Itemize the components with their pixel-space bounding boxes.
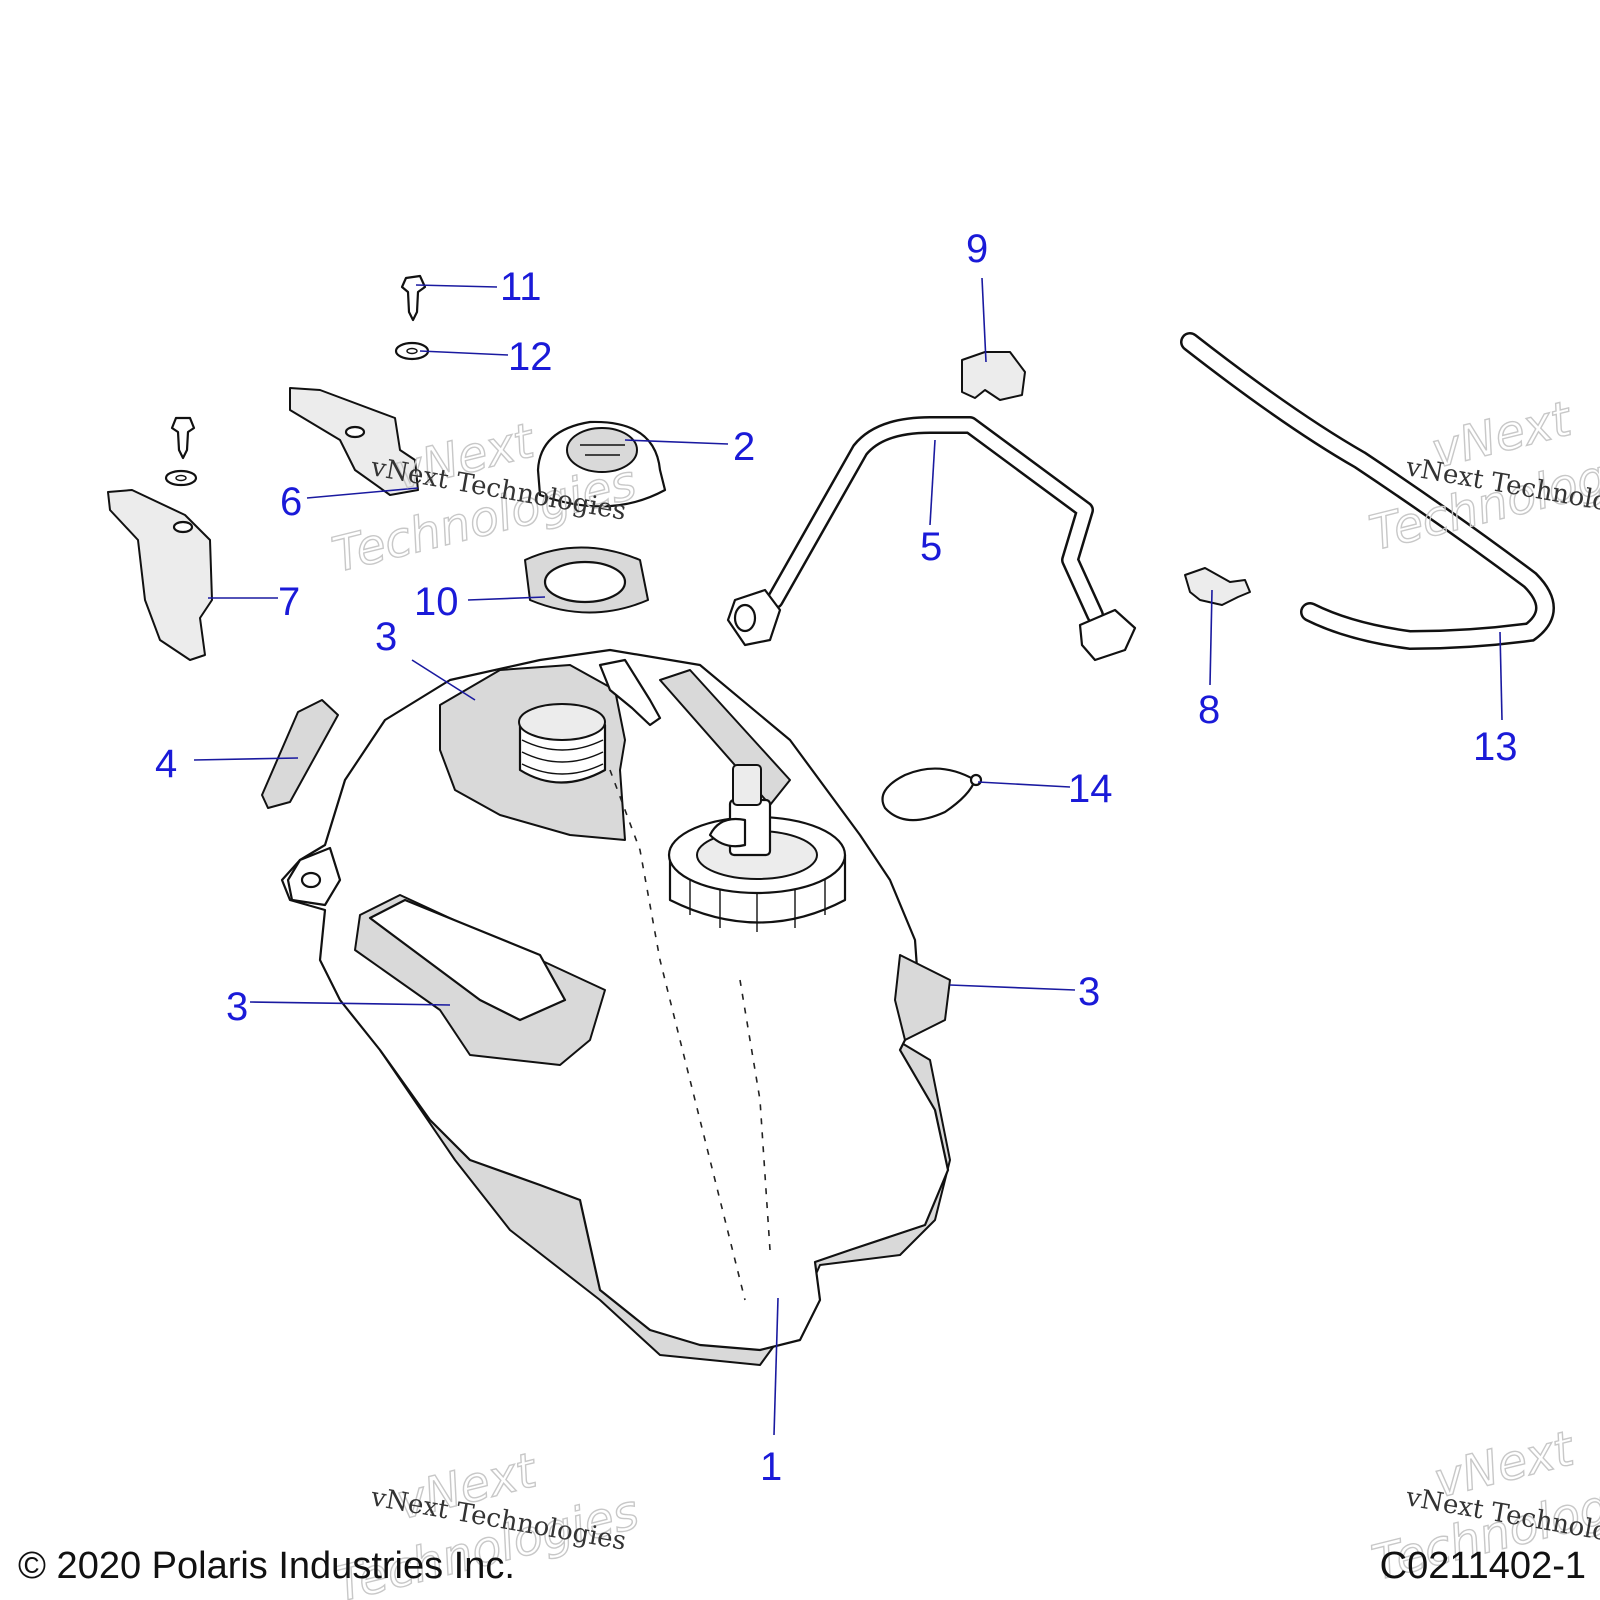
bolt-part-11 (400, 274, 427, 322)
bracket-part-7 (107, 489, 213, 661)
tank-pad-left-face (368, 898, 567, 1022)
callout-2: 2 (733, 425, 755, 469)
filler-neck (518, 723, 607, 784)
clip-part-9 (961, 351, 1026, 401)
copyright-notice: © 2020 Polaris Industries Inc. (18, 1545, 515, 1587)
callout-1: 1 (760, 1445, 782, 1489)
filler-neck-top (518, 703, 606, 741)
tank-vent-fitting (598, 658, 662, 727)
bracket-part-6 (289, 387, 419, 496)
bracket-7-washer (164, 469, 198, 487)
callout-3-right: 3 (1078, 970, 1100, 1014)
filler-neck-threads (521, 739, 604, 775)
callout-3-left: 3 (226, 985, 248, 1029)
callout-3-top: 3 (375, 615, 397, 659)
pad-part-4 (261, 699, 339, 809)
callout-7: 7 (278, 580, 300, 624)
callout-10: 10 (414, 580, 459, 624)
callout-8: 8 (1198, 688, 1220, 732)
bracket-6-hole (344, 425, 366, 439)
seal-ring-part-10 (524, 546, 649, 614)
bracket-7-hole (172, 520, 194, 534)
callout-13: 13 (1473, 725, 1518, 769)
vent-hose-part-13 (1180, 332, 1555, 651)
fuel-line-part-5 (726, 416, 1137, 662)
fuel-tank-mount-hole (300, 871, 322, 889)
callout-9: 9 (966, 227, 988, 271)
callout-6: 6 (280, 480, 302, 524)
tank-pad-right (894, 954, 951, 1041)
bracket-part-7-assembly (107, 416, 213, 661)
callout-14: 14 (1068, 767, 1113, 811)
callout-4: 4 (155, 742, 177, 786)
callout-11: 11 (500, 265, 542, 309)
fuel-tank (280, 648, 951, 1366)
callout-5: 5 (920, 525, 942, 569)
strap-part-14 (881, 767, 977, 822)
callout-labels: 1 2 3 3 3 4 5 6 7 8 9 10 11 12 13 14 (155, 227, 1518, 1489)
fuel-line-5-connector-right (1078, 608, 1137, 662)
fuel-cap-part-2 (536, 420, 667, 508)
bracket-7-bolt (170, 416, 196, 460)
callout-12: 12 (508, 335, 553, 379)
figure-id: C0211402-1 (1379, 1545, 1586, 1587)
fuel-pump-assembly (667, 764, 847, 932)
fitting-part-8 (1184, 567, 1251, 606)
tank-seam-line (609, 769, 746, 1301)
leader-lines (193, 277, 1503, 1436)
strap-14-end (969, 773, 983, 787)
